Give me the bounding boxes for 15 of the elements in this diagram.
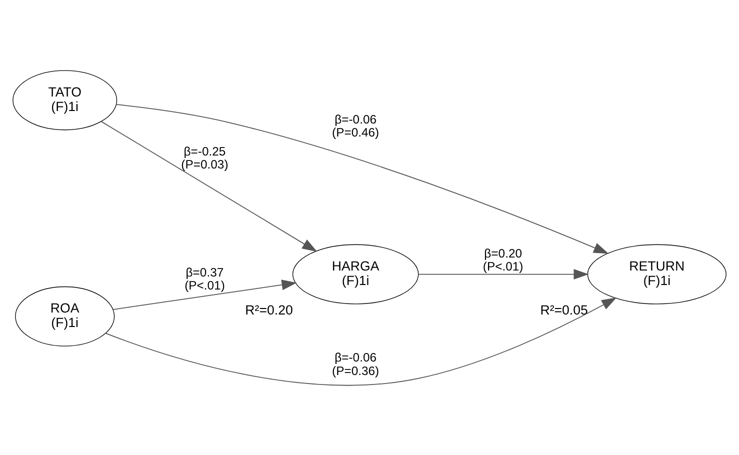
edge-label: β=-0.25 (P=0.03)	[181, 144, 228, 172]
arrow	[100, 120, 318, 252]
arrow	[112, 279, 297, 310]
arrow	[105, 297, 617, 386]
edge-label: β=-0.06 (P=0.36)	[332, 350, 380, 378]
arrow	[116, 104, 609, 254]
edge-label: β=-0.06 (P=0.46)	[332, 112, 380, 140]
node-ellipse: ROA (F)1i	[15, 286, 115, 346]
node-label: R²=0.20	[245, 302, 293, 318]
edge-label: β=0.20 (P<.01)	[482, 246, 524, 274]
node-label: R²=0.05	[540, 302, 588, 318]
node-ellipse: HARGA (F)1i	[292, 244, 419, 304]
edge-label: β=0.37 (P<.01)	[184, 264, 225, 292]
arrow	[418, 268, 589, 280]
node-ellipse: TATO (F)1i	[12, 70, 118, 130]
